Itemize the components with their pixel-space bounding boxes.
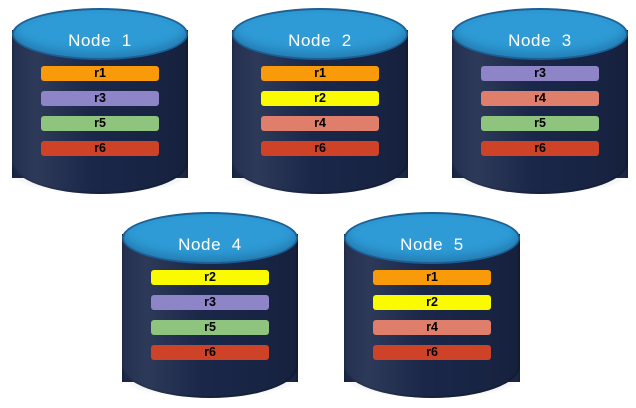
replica-list: r1 r3 r5 r6 [41, 66, 159, 156]
replica-bar[interactable]: r6 [373, 345, 491, 360]
node-bottom-cap [452, 156, 628, 194]
node-top-cap [452, 8, 628, 60]
replica-bar[interactable]: r1 [373, 270, 491, 285]
replica-bar[interactable]: r6 [481, 141, 599, 156]
node-bottom-cap [122, 360, 298, 398]
node-top-cap [122, 212, 298, 264]
replica-bar[interactable]: r2 [151, 270, 269, 285]
replica-bar[interactable]: r2 [261, 91, 379, 106]
replica-bar[interactable]: r3 [151, 295, 269, 310]
replica-list: r3 r4 r5 r6 [481, 66, 599, 156]
replica-bar[interactable]: r6 [41, 141, 159, 156]
node-top-cap [232, 8, 408, 60]
replica-bar[interactable]: r3 [481, 66, 599, 81]
replica-list: r1 r2 r4 r6 [373, 270, 491, 360]
replica-bar[interactable]: r1 [261, 66, 379, 81]
replica-list: r2 r3 r5 r6 [151, 270, 269, 360]
replica-list: r1 r2 r4 r6 [261, 66, 379, 156]
node-bottom-cap [344, 360, 520, 398]
replica-bar[interactable]: r4 [373, 320, 491, 335]
replica-bar[interactable]: r5 [481, 116, 599, 131]
replica-bar[interactable]: r6 [261, 141, 379, 156]
node-bottom-cap [232, 156, 408, 194]
replica-bar[interactable]: r2 [373, 295, 491, 310]
replica-bar[interactable]: r1 [41, 66, 159, 81]
replica-bar[interactable]: r5 [41, 116, 159, 131]
replica-bar[interactable]: r6 [151, 345, 269, 360]
node-top-cap [12, 8, 188, 60]
replica-bar[interactable]: r4 [481, 91, 599, 106]
replica-bar[interactable]: r5 [151, 320, 269, 335]
node-bottom-cap [12, 156, 188, 194]
replica-bar[interactable]: r4 [261, 116, 379, 131]
replica-bar[interactable]: r3 [41, 91, 159, 106]
node-top-cap [344, 212, 520, 264]
